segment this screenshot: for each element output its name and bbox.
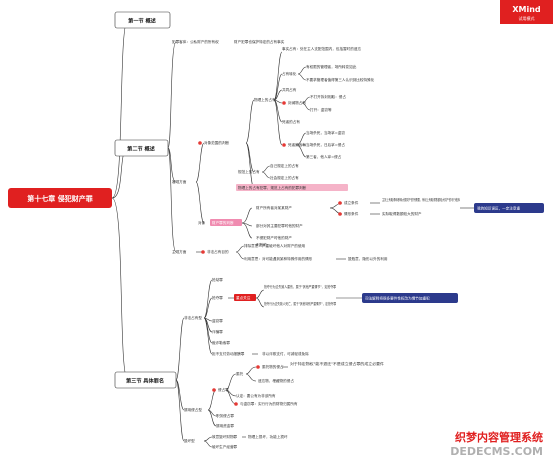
section-1-box (114, 11, 171, 29)
node-illegal-purpose[interactable]: 非法占有目的 (207, 249, 229, 254)
node-lost-items[interactable]: 遗忘物、埋藏物的侵占 (258, 378, 294, 383)
marker-dot (201, 250, 205, 254)
node-exclusion-intent[interactable]: 排除意思：严重破坏他人对财产的使用 (244, 243, 305, 248)
connector-lines (111, 19, 474, 448)
marker-dot (212, 388, 216, 392)
trial-mode-label: 试用模式 (519, 15, 535, 21)
node-refuse-pay[interactable]: 拒不支付劳动报酬罪 (212, 351, 245, 356)
node-robbery[interactable]: 抢劫罪 (212, 277, 223, 282)
node-transfer-2[interactable]: 不要求管理者值得第三人认识到比较特殊化 (306, 77, 375, 82)
node-fraud[interactable]: 诈骗罪 (212, 329, 223, 334)
section-3-box (114, 371, 177, 389)
node-dead-kill[interactable]: 死者的占有 (288, 142, 306, 147)
node-legal-interest-child[interactable]: 财产犯罪也保护特定的占有事实 (234, 39, 285, 44)
section-3-label[interactable]: 第三节 具体罪名 (126, 377, 164, 385)
node-normative-2[interactable]: 社会规定上的占有 (270, 175, 299, 180)
section-2-box (114, 139, 169, 157)
node-joint-possession[interactable]: 共同占有 (282, 87, 297, 92)
marker-dot (198, 141, 202, 145)
node-embezzle-identify[interactable]: 认定：要公有为非该所有 (236, 393, 276, 398)
node-dead-2[interactable]: 当场杀死，日后拿=侵占 (306, 142, 345, 147)
node-subjective[interactable]: 主观方面 (172, 249, 187, 254)
node-snatching[interactable]: 抢夺罪 (212, 295, 223, 300)
blue-tag-label[interactable]: 我的知识误区，一定注意重 (477, 206, 521, 211)
node-dead-1[interactable]: 当场杀死，当场拿=盗窃 (306, 130, 345, 135)
blue-note-label[interactable]: 司法解释将很多要件性权改为情节加重犯 (365, 296, 430, 301)
blue-note-box (362, 293, 458, 303)
node-possession-transfer[interactable]: 占有转化 (282, 71, 297, 76)
pink-note-box (236, 184, 348, 191)
node-pink-note[interactable]: 物理上的占有犯罪，规范上占有的犯罪判断 (238, 185, 307, 190)
root-node-box (8, 188, 112, 208)
node-extortion[interactable]: 敲诈勒索罪 (212, 340, 230, 345)
node-condition-a[interactable]: 成立条件 (344, 200, 359, 205)
node-theft[interactable]: 盗窃罪 (212, 318, 223, 323)
node-illegal-possession-type[interactable]: 非法占有型 (184, 315, 202, 320)
watermark-line-2: DEDECMS.COM (450, 445, 543, 458)
node-condition-b[interactable]: 情形条件 (344, 211, 359, 216)
node-embezzle-vs-theft[interactable]: 与盗窃罪：实行行为的财物归属所有 (240, 401, 298, 406)
node-snatch-b[interactable]: 抢夺行为过失致人死亡，属于"其他特别严重情节"，定抢夺罪 (264, 301, 336, 306)
relation-tag[interactable]: 财产罪的判断 (212, 220, 234, 225)
snatch-tag[interactable]: 重点关注 (236, 295, 251, 300)
node-destruction-type[interactable]: 毁坏型 (184, 438, 195, 443)
node-normative-1[interactable]: 自己规定上的占有 (270, 163, 299, 168)
node-normative-possession[interactable]: 规范上的占有 (238, 169, 260, 174)
marker-dot (234, 402, 238, 406)
blue-tag-box (474, 203, 544, 213)
node-condition-a-note[interactable]: 主张上有取得和移转大额财产的所需要，有权上有取得数额较大财产的可行程序 (382, 197, 460, 202)
node-objective[interactable]: 客观方面 (172, 179, 187, 184)
marker-dot (282, 143, 286, 147)
node-physical-possession[interactable]: 物理上的占有 (254, 97, 276, 102)
marker-dot (338, 212, 342, 216)
relation-tag-box (210, 219, 242, 226)
snatch-tag-box (234, 294, 256, 301)
node-use-intent[interactable]: 利用意思：对可能遇到某种特殊作用的情形 (244, 256, 313, 261)
node-entrusted-items[interactable]: 委托物的侵占 (262, 364, 284, 369)
xmind-logo[interactable]: XMind (512, 5, 541, 14)
node-sabotage-production[interactable]: 破坏生产经营罪 (212, 444, 238, 449)
node-entrusted-note[interactable]: 对于特定物权"能不退还"不是成立侵占罪的成立必要件 (290, 361, 384, 366)
node-dead-3[interactable]: 第三者，他人拿=侵占 (306, 154, 342, 159)
node-duty-embezzlement[interactable]: 职务侵占罪 (216, 413, 234, 418)
node-misappropriation-type[interactable]: 挪用侵占型 (184, 407, 202, 412)
marker-dot (282, 101, 286, 105)
root-node-label[interactable]: 第十七章 侵犯财产罪 (27, 194, 92, 203)
node-entrusted[interactable]: 委托 (236, 371, 244, 376)
node-transfer-1[interactable]: 有权限的管理者，场所转变如此 (306, 64, 357, 69)
node-intentional-destruction[interactable]: 故意毁坏财物罪 (212, 434, 238, 439)
node-relation-judge[interactable]: 判断的 (256, 242, 267, 247)
node-object-scope[interactable]: 对象范围的判断 (204, 140, 230, 145)
node-sealed-b[interactable]: 打开：盗窃等 (310, 107, 332, 112)
node-destruction-note[interactable]: 物理上损坏，功能上损坏 (248, 434, 288, 439)
node-use-intent-note[interactable]: 毁瓶意，隐形以外的利用 (348, 256, 388, 261)
node-embezzlement[interactable]: 侵占罪 (218, 387, 229, 392)
node-refuse-pay-a[interactable]: 非以诈欺支付，可减轻或免除 (262, 351, 309, 356)
node-relation-2[interactable]: 部分对其主要犯罪时他的财产 (256, 223, 303, 228)
marker-dot (256, 365, 260, 369)
marker-dot (338, 201, 342, 205)
node-dead-possession[interactable]: 死者的占有 (282, 119, 300, 124)
node-condition-b-note[interactable]: 实际取得数额较大的财产 (382, 211, 422, 216)
node-legal-interest[interactable]: 犯罪客体：公私财产的所有权 (172, 39, 219, 44)
section-1-label[interactable]: 第一节 概述 (128, 17, 157, 25)
node-relation-1[interactable]: 财产所有者对某某财产 (256, 205, 292, 210)
node-factual-possession[interactable]: 事实占有：处在主人支配范围内，包括暂时的遗忘 (282, 46, 361, 51)
node-relation-3[interactable]: 不侵犯财产时他的财产 (256, 235, 292, 240)
node-sealed-a[interactable]: 不打开拆封相取：侵占 (310, 94, 346, 99)
node-sealed-items[interactable]: 封缄物占有 (288, 100, 306, 105)
watermark-line-1: 织梦内容管理系统 (455, 430, 543, 444)
section-2-label[interactable]: 第二节 概述 (127, 145, 156, 153)
xmind-logo-box (500, 0, 553, 24)
node-snatch-a[interactable]: 抢夺行为过失致人重伤，属于"其他严重情节"，定抢夺罪 (264, 284, 336, 289)
node-misuse-funds[interactable]: 挪用资金罪 (216, 423, 234, 428)
node-relation[interactable]: 对象 (198, 220, 206, 225)
